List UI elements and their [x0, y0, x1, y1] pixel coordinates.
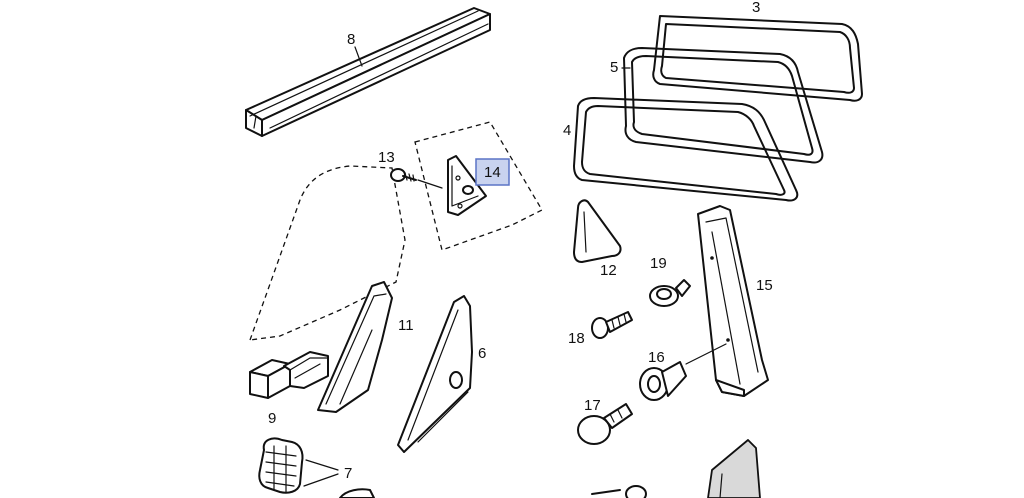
- label-11: 11: [398, 317, 414, 334]
- part-15-pillar-trim[interactable]: [697, 205, 769, 397]
- part-4-glass-seal[interactable]: [573, 97, 799, 202]
- label-6: 6: [478, 345, 486, 362]
- label-4: 4: [563, 122, 571, 139]
- part-8-channel-strip[interactable]: [245, 7, 491, 137]
- label-3: 3: [752, 0, 760, 16]
- part-5-seal[interactable]: [623, 47, 824, 164]
- label-12: 12: [600, 262, 617, 279]
- part-9-rubber-block[interactable]: [249, 351, 329, 399]
- label-7: 7: [344, 465, 352, 482]
- part-6-trim-panel[interactable]: [397, 295, 473, 453]
- label-9: 9: [268, 410, 276, 427]
- part-19-grommet[interactable]: [649, 279, 691, 307]
- label-18: 18: [568, 330, 585, 347]
- part-18-push-pin[interactable]: [591, 311, 633, 339]
- part-14-bracket[interactable]: [447, 155, 487, 216]
- label-13: 13: [378, 149, 395, 166]
- label-15: 15: [756, 277, 773, 294]
- label-5: 5: [610, 59, 618, 76]
- label-8: 8: [347, 31, 355, 48]
- label-19: 19: [650, 255, 667, 272]
- part-13-screw[interactable]: [390, 168, 417, 182]
- part-12-trim[interactable]: [573, 199, 622, 263]
- part-11-trim-panel[interactable]: [317, 281, 393, 413]
- label-16: 16: [648, 349, 665, 366]
- door-glass-outline: [249, 165, 406, 341]
- bottom-pillar-trim-partial: [707, 439, 761, 498]
- bottom-fastener-partial: [339, 485, 647, 498]
- part-3-seal[interactable]: [652, 15, 863, 102]
- quarter-window-outline: [414, 121, 543, 251]
- part-16-grommet[interactable]: [639, 361, 687, 401]
- label-14: 14: [484, 164, 501, 181]
- part-7-clip[interactable]: [258, 437, 304, 494]
- label-17: 17: [584, 397, 601, 414]
- callout-14[interactable]: 14: [475, 158, 510, 186]
- part-17-fastener[interactable]: [577, 403, 633, 445]
